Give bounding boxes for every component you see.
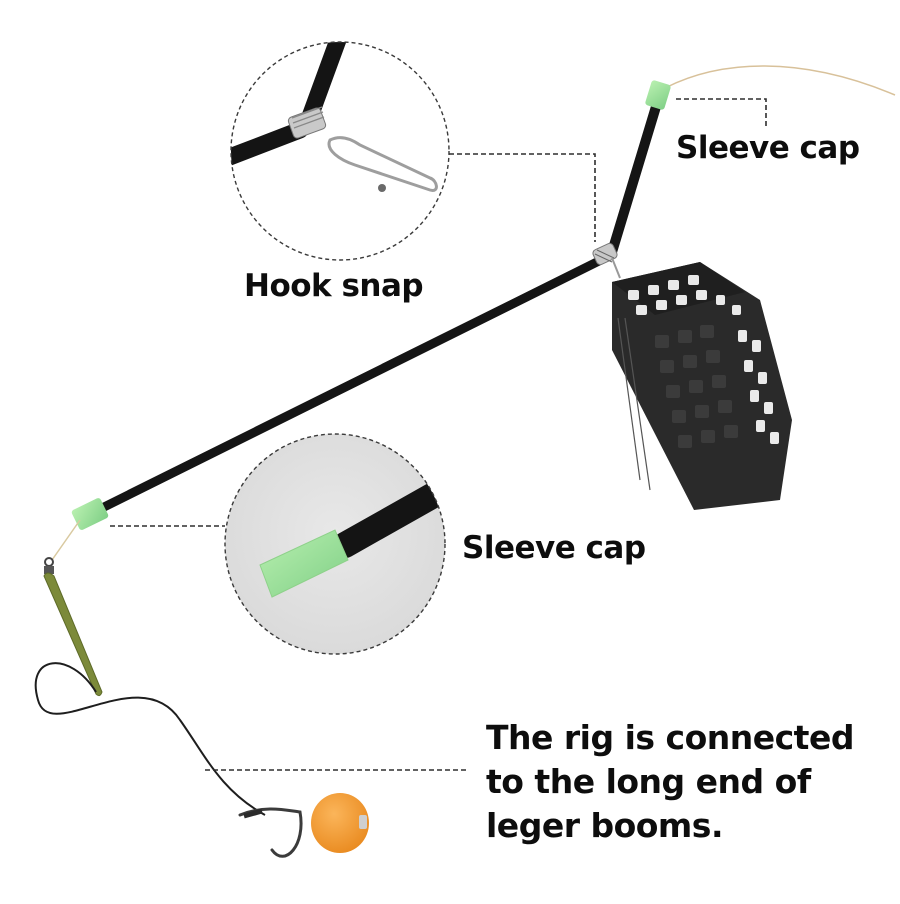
- cage-feeder: [612, 262, 792, 510]
- bait-stop: [359, 815, 367, 829]
- sleeve-cap-top-label: Sleeve cap: [676, 130, 860, 166]
- orange-bait: [311, 793, 369, 853]
- main-line: [664, 65, 896, 96]
- rig-connection-note: The rig is connected to the long end of …: [486, 716, 886, 848]
- swivel-body: [44, 566, 54, 574]
- hook-whipping: [243, 808, 263, 819]
- callout-line-sleeve-top: [676, 98, 767, 128]
- rig-note-line-1: The rig is connected: [486, 718, 854, 757]
- short-boom-arm: [607, 80, 671, 257]
- sleeve-cap-detail-circle: [224, 433, 446, 655]
- sleeve-cap-bottom: [71, 498, 109, 530]
- callout-line-hook-snap: [449, 153, 596, 242]
- boom-spring-joint: [592, 242, 621, 279]
- rig-note-line-2: to the long end of: [486, 762, 811, 801]
- swivel: [44, 557, 54, 567]
- hook-snap-detail-circle: [230, 41, 450, 261]
- anti-tangle-sleeve: [43, 572, 103, 697]
- sleeve-cap-middle-label: Sleeve cap: [462, 530, 646, 566]
- leader-line: [51, 519, 81, 561]
- hook-snap-label: Hook snap: [244, 268, 424, 304]
- hook: [238, 807, 303, 858]
- sleeve-cap-top: [645, 80, 671, 110]
- callout-lines: [110, 98, 767, 771]
- hooklink: [34, 662, 266, 816]
- long-boom-arm: [71, 253, 610, 530]
- rig-note-line-3: leger booms.: [486, 806, 724, 845]
